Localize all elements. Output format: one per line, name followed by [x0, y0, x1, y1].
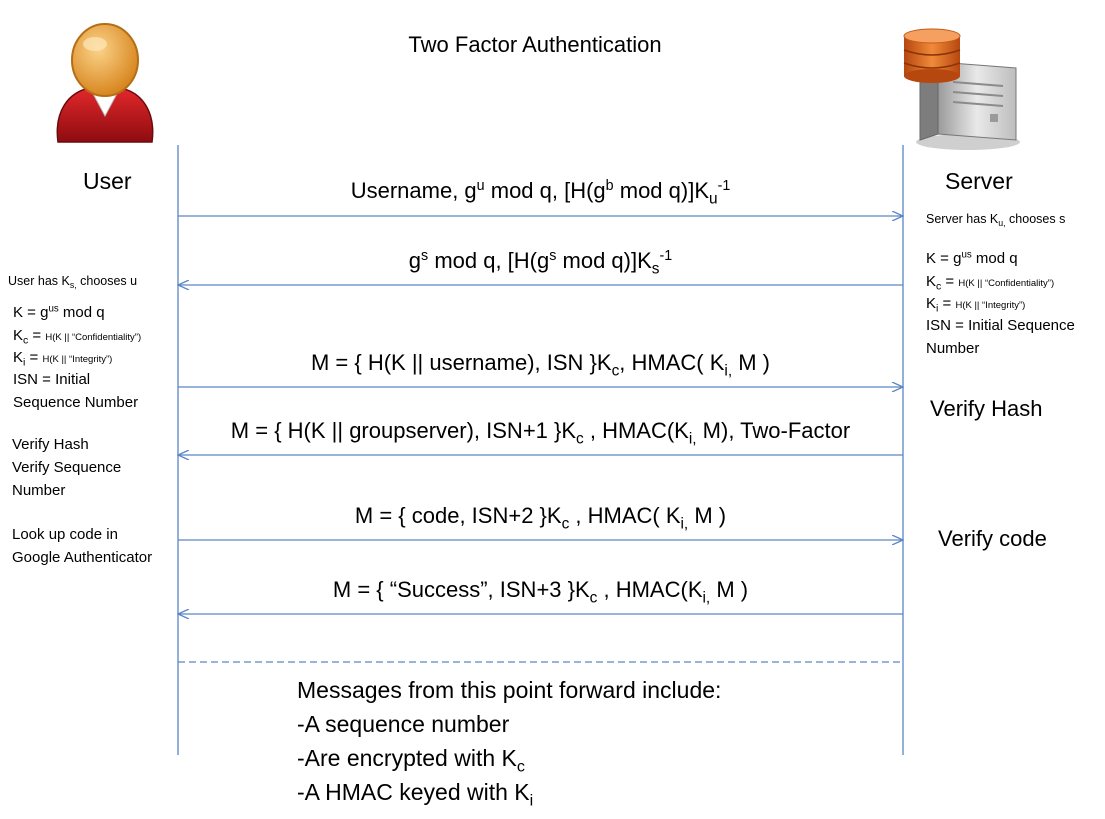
- footer-line-3: -Are encrypted with Kc: [297, 745, 525, 776]
- message-m1: Username, gu mod q, [H(gb mod q)]Ku-1: [350, 178, 731, 208]
- server-actor-label: Server: [945, 168, 1013, 194]
- message-m5: M = { code, ISN+2 }Kc , HMAC( Ki, M ): [354, 503, 727, 533]
- message-m4: M = { H(K || groupserver), ISN+1 }Kc , H…: [230, 418, 851, 448]
- server-note-ki: Ki = H(K || “Integrity”): [926, 295, 1026, 315]
- server-note-verify-hash: Verify Hash: [930, 396, 1043, 421]
- server-database-icon: [903, 28, 1020, 150]
- diagram-title: Two Factor Authentication: [408, 32, 662, 57]
- user-note-ki: Ki = H(K || “Integrity”): [13, 349, 113, 369]
- message-m2: gs mod q, [H(gs mod q)]Ks-1: [408, 248, 673, 278]
- message-m6: M = { “Success”, ISN+3 }Kc , HMAC(Ki, M …: [332, 577, 749, 607]
- user-actor-label: User: [83, 168, 132, 194]
- user-note-has: User has Ks, chooses u: [8, 274, 138, 291]
- user-avatar-icon: [56, 23, 154, 143]
- server-note-verify-code: Verify code: [938, 526, 1047, 551]
- footer-line-4: -A HMAC keyed with Ki: [297, 779, 534, 810]
- user-note-k: K = gus mod q: [13, 303, 105, 321]
- server-note-k: K = gus mod q: [926, 249, 1018, 267]
- footer-line-1: Messages from this point forward include…: [297, 677, 722, 703]
- message-m3: M = { H(K || username), ISN }Kc, HMAC( K…: [310, 350, 770, 380]
- user-note-kc: Kc = H(K || “Confidentiality”): [13, 327, 142, 347]
- server-note-has: Server has Ku, chooses s: [926, 212, 1066, 229]
- server-note-kc: Kc = H(K || “Confidentiality”): [926, 273, 1055, 293]
- footer-notes: Messages from this point forward include…: [297, 673, 721, 809]
- footer-line-2: -A sequence number: [297, 711, 510, 737]
